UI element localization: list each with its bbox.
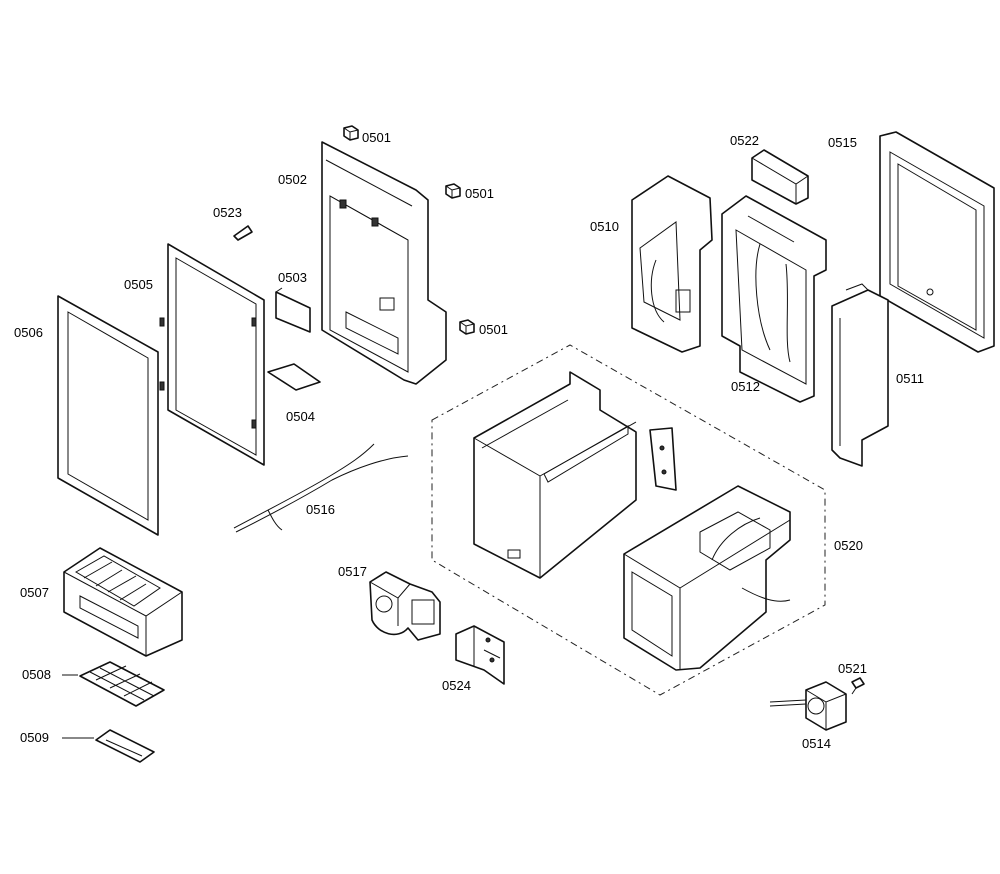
label-0524: 0524 xyxy=(442,678,471,693)
label-0514: 0514 xyxy=(802,736,831,751)
part-0516-wire-harness[interactable] xyxy=(233,443,409,533)
label-0520: 0520 xyxy=(834,538,863,553)
assembly-boundary-dashed xyxy=(431,344,826,696)
part-0509-drip-tray[interactable] xyxy=(95,729,155,763)
label-0501-a: 0501 xyxy=(362,130,391,145)
label-0510: 0510 xyxy=(590,219,619,234)
part-0501-clip-c[interactable] xyxy=(459,319,475,335)
part-0510-side-duct[interactable] xyxy=(631,175,713,353)
part-0507-dispenser-cover[interactable] xyxy=(63,547,183,657)
part-0511-side-panel[interactable] xyxy=(831,283,889,467)
label-0501-c: 0501 xyxy=(479,322,508,337)
part-0501-clip-b[interactable] xyxy=(445,183,461,199)
part-0506-outer-frame[interactable] xyxy=(57,295,159,536)
label-0502: 0502 xyxy=(278,172,307,187)
part-0515-rear-frame[interactable] xyxy=(879,131,995,353)
label-0507: 0507 xyxy=(20,585,49,600)
label-0505: 0505 xyxy=(124,277,153,292)
part-0522-top-cap[interactable] xyxy=(751,149,809,205)
leader-lines xyxy=(62,674,94,739)
label-0523: 0523 xyxy=(213,205,242,220)
part-0517-motor-housing[interactable] xyxy=(369,571,441,641)
part-0521-screw[interactable] xyxy=(851,677,865,695)
label-0521: 0521 xyxy=(838,661,867,676)
part-0505-inner-panel[interactable] xyxy=(159,243,265,466)
label-0522: 0522 xyxy=(730,133,759,148)
label-0501-b: 0501 xyxy=(465,186,494,201)
label-0515: 0515 xyxy=(828,135,857,150)
part-0501-clip-a[interactable] xyxy=(343,125,359,141)
part-0508-grille[interactable] xyxy=(79,661,165,707)
part-0520-ice-bucket-housing[interactable] xyxy=(473,371,677,579)
label-0512: 0512 xyxy=(731,379,760,394)
label-0504: 0504 xyxy=(286,409,315,424)
part-0512-air-duct[interactable] xyxy=(721,195,827,403)
label-0508: 0508 xyxy=(22,667,51,682)
label-0503: 0503 xyxy=(278,270,307,285)
part-ice-bucket[interactable] xyxy=(623,485,791,671)
part-0502-dispenser-housing[interactable] xyxy=(321,141,447,385)
label-0509: 0509 xyxy=(20,730,49,745)
part-0504-plate[interactable] xyxy=(267,363,321,391)
part-0524-bracket[interactable] xyxy=(455,625,505,685)
label-0517: 0517 xyxy=(338,564,367,579)
part-0503-bracket[interactable] xyxy=(275,287,311,333)
part-0514-fan[interactable] xyxy=(769,681,847,731)
part-0523-clip[interactable] xyxy=(233,225,253,241)
label-0516: 0516 xyxy=(306,502,335,517)
label-0511: 0511 xyxy=(896,371,924,386)
label-0506: 0506 xyxy=(14,325,43,340)
